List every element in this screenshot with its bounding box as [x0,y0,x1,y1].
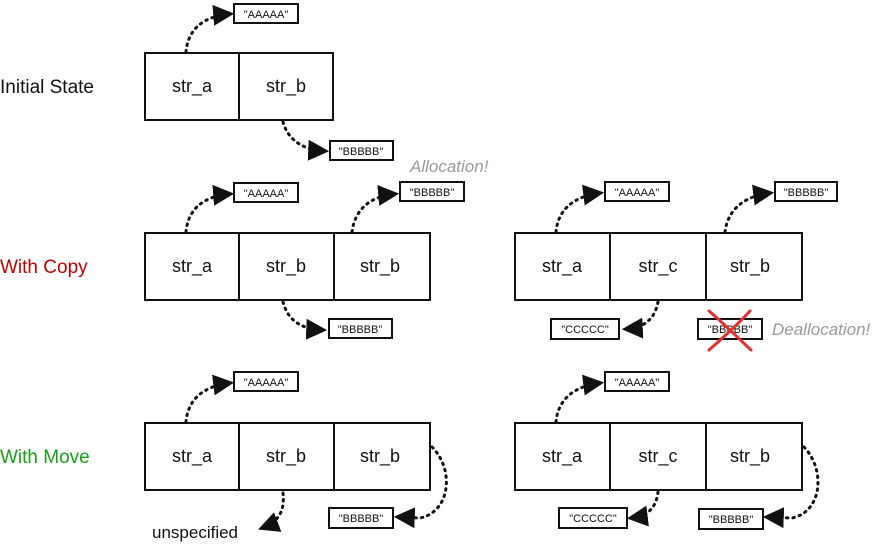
move-before-cell-str-a: str_a [144,422,240,491]
copy-before-cell-str-a: str_a [144,232,240,301]
copy-after-cell-str-b-label: str_b [730,256,770,277]
copy-after-tag-aaaaa: "AAAAA" [604,181,670,202]
copy-before-cell-str-b-copy: str_b [333,232,431,301]
copy-before-pointer-arrow-a [184,184,235,234]
initial-cell-str-b-label: str_b [266,76,306,97]
move-after-cell-str-a: str_a [514,422,611,491]
copy-before-pointer-arrow-b [281,300,328,340]
initial-cell-str-a: str_a [144,52,240,121]
red-x-cross-icon [707,309,753,352]
move-before-cell-str-b: str_b [238,422,335,491]
move-before-diagram: str_a str_b str_b "AAAAA" unspecified "B… [144,371,448,542]
copy-after-cell-str-a-label: str_a [542,256,583,277]
copy-before-diagram: str_a str_b str_b "AAAAA" "BBBBB" "BBBBB… [144,181,465,340]
move-after-cell-str-c: str_c [609,422,707,491]
copy-after-tag-aaaaa-text: "AAAAA" [615,187,660,199]
move-before-cell-str-b-label: str_b [266,446,306,467]
copy-after-pointer-arrow-c [621,300,660,339]
copy-before-cell-str-b: str_b [238,232,335,301]
allocation-note: Allocation! [409,157,489,176]
move-after-cell-str-b-label: str_b [730,446,770,467]
initial-state-diagram: str_a str_b "AAAAA" "BBBBB" [144,3,394,161]
copy-after-tag-ccccc: "CCCCC" [550,318,620,340]
copy-after-cell-str-c: str_c [609,232,707,301]
deallocation-note: Deallocation! [772,320,871,339]
copy-before-tag-bbbbb-bottom-text: "BBBBB" [338,324,383,336]
copy-after-pointer-arrow-b [723,184,775,234]
initial-tag-bbbbb: "BBBBB" [329,140,394,161]
copy-before-tag-aaaaa-text: "AAAAA" [244,188,289,200]
move-before-pointer-arrow-b-moved [393,445,448,529]
copy-before-pointer-arrow-b-copy [350,185,400,234]
move-before-pointer-arrow-a [184,374,235,424]
initial-tag-aaaaa: "AAAAA" [233,3,299,24]
copy-after-pointer-arrow-a [554,184,605,234]
move-after-tag-ccccc-text: "CCCCC" [569,513,617,525]
initial-tag-bbbbb-text: "BBBBB" [339,146,384,158]
copy-after-tag-ccccc-text: "CCCCC" [561,324,609,336]
copy-before-cell-str-a-label: str_a [172,256,213,277]
move-before-tag-bbbbb: "BBBBB" [328,507,394,529]
copy-after-diagram: str_a str_c str_b "AAAAA" "BBBBB" "CCCCC… [514,181,838,352]
move-after-cell-str-c-label: str_c [638,446,677,467]
initial-pointer-arrow-a [184,4,235,54]
copy-before-cell-str-b-label: str_b [266,256,306,277]
move-after-pointer-arrow-c [626,490,660,527]
move-after-pointer-arrow-b [762,445,820,529]
move-after-tag-ccccc: "CCCCC" [558,507,628,529]
move-before-tag-aaaaa: "AAAAA" [233,371,299,392]
row-label-initial-state: Initial State [0,77,94,98]
move-before-cell-str-b-moved: str_b [333,422,431,491]
move-after-diagram: str_a str_c str_b "AAAAA" "CCCCC" "BBBBB… [514,371,820,530]
initial-cell-str-b: str_b [238,52,334,121]
move-before-cell-str-a-label: str_a [172,446,213,467]
copy-before-tag-bbbbb-top-text: "BBBBB" [410,187,455,199]
copy-before-cell-str-b-copy-label: str_b [360,256,400,277]
move-after-tag-aaaaa: "AAAAA" [604,371,670,392]
initial-tag-aaaaa-text: "AAAAA" [244,9,289,21]
move-after-tag-bbbbb: "BBBBB" [698,508,764,530]
copy-after-tag-bbbbb-top-text: "BBBBB" [784,187,829,199]
copy-before-tag-aaaaa: "AAAAA" [233,182,299,203]
row-label-with-copy: With Copy [0,257,88,278]
move-before-cell-str-b-moved-label: str_b [360,446,400,467]
move-before-tag-bbbbb-text: "BBBBB" [339,513,384,525]
copy-before-tag-bbbbb-bottom: "BBBBB" [328,318,393,339]
move-after-cell-str-b: str_b [705,422,803,491]
copy-after-cell-str-b: str_b [705,232,803,301]
move-after-tag-aaaaa-text: "AAAAA" [615,377,660,389]
move-after-tag-bbbbb-text: "BBBBB" [709,514,754,526]
copy-before-tag-bbbbb-top: "BBBBB" [399,181,465,202]
row-label-with-move: With Move [0,447,90,468]
unspecified-label: unspecified [152,523,238,542]
copy-after-tag-bbbbb-top: "BBBBB" [774,181,838,202]
initial-cell-str-a-label: str_a [172,76,213,97]
move-after-pointer-arrow-a [554,374,605,424]
move-before-pointer-arrow-b-unspecified [258,491,285,532]
move-before-tag-aaaaa-text: "AAAAA" [244,377,289,389]
initial-pointer-arrow-b [281,120,330,161]
copy-after-cell-str-a: str_a [514,232,611,301]
move-after-cell-str-a-label: str_a [542,446,583,467]
copy-after-cell-str-c-label: str_c [638,256,677,277]
